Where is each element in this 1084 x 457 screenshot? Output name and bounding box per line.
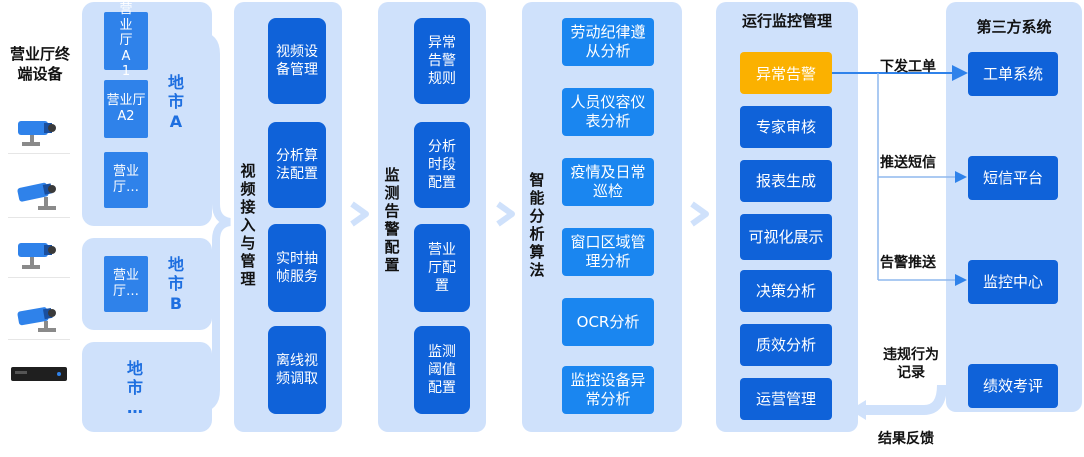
device-camera-4 [8,294,70,340]
performance-eval-button[interactable]: 绩效考评 [968,364,1058,408]
hall-config-button[interactable]: 营业厅配置 [414,224,470,312]
device-anomaly-button[interactable]: 监控设备异常分析 [562,366,654,414]
time-period-button[interactable]: 分析时段配置 [414,122,470,208]
threshold-config-button[interactable]: 监测阈值配置 [414,326,470,414]
offline-video-label: 离线视频调取 [276,353,318,387]
appearance-label: 人员仪容仪表分析 [570,93,646,130]
expert-review-button[interactable]: 专家审核 [740,106,832,148]
offline-video-button[interactable]: 离线视频调取 [268,326,326,414]
video-device-mgmt-button[interactable]: 视频设备管理 [268,18,326,104]
ocr-button[interactable]: OCR分析 [562,298,654,346]
device-camera-2 [8,172,70,218]
third-party-title: 第三方系统 [976,18,1052,36]
alarm-rule-label: 异常告警规则 [428,35,456,87]
work-order-system-label: 工单系统 [982,64,1043,83]
issue-order-label: 下发工单 [880,59,936,75]
camera-icon [17,182,56,210]
monitoring-center-label: 监控中心 [982,272,1043,291]
operation-mgmt-label: 运营管理 [755,389,816,408]
quality-analysis-button[interactable]: 质效分析 [740,324,832,366]
operation-mgmt-button[interactable]: 运营管理 [740,378,832,420]
hall-a2[interactable]: 营业厅A2 [104,80,148,138]
hall-a-more[interactable]: 营业厅… [104,152,148,208]
hall-a2-label: 营业厅A2 [106,93,146,124]
appearance-button[interactable]: 人员仪容仪表分析 [562,88,654,136]
flow-arrow-icon [350,201,369,227]
decision-analysis-button[interactable]: 决策分析 [740,270,832,312]
hall-b-more-label: 营业厅… [112,268,139,299]
video-device-mgmt-label: 视频设备管理 [276,44,318,78]
decision-analysis-label: 决策分析 [755,281,816,300]
frame-extract-button[interactable]: 实时抽帧服务 [268,224,326,312]
algorithms-title: 智能分析算法 [529,171,545,279]
connector-lines-icon [832,65,968,420]
sms-platform-label: 短信平台 [982,168,1043,187]
push-sms-label: 推送短信 [880,155,936,171]
algorithms-panel [522,2,682,432]
report-generate-label: 报表生成 [755,171,816,190]
flow-arrow-icon [690,201,709,227]
flow-arrow-icon [496,201,515,227]
labor-discipline-label: 劳动纪律遵从分析 [570,23,646,60]
expert-review-label: 专家审核 [755,117,816,136]
hall-b-more[interactable]: 营业厅… [104,256,148,312]
sms-platform-button[interactable]: 短信平台 [968,156,1058,200]
violation-record-label: 违规行为记录 [883,347,939,381]
city-brace-icon [198,34,231,410]
device-camera-1 [8,108,70,154]
visualization-button[interactable]: 可视化展示 [740,214,832,260]
device-camera-3 [8,232,70,278]
device-anomaly-label: 监控设备异常分析 [570,371,646,408]
quality-analysis-label: 质效分析 [755,335,816,354]
labor-discipline-button[interactable]: 劳动纪律遵从分析 [562,18,654,66]
algorithm-config-label: 分析算法配置 [276,148,318,182]
nvr-recorder-icon [11,367,67,381]
video-access-title: 视频接入与管理 [240,162,256,288]
time-period-label: 分析时段配置 [428,139,456,191]
ocr-label: OCR分析 [576,312,640,331]
performance-eval-label: 绩效考评 [982,376,1043,395]
threshold-config-label: 监测阈值配置 [428,344,456,396]
hall-a-more-label: 营业厅… [112,164,139,195]
push-alarm-label: 告警推送 [880,255,936,271]
visualization-label: 可视化展示 [748,227,824,246]
city-more-panel [82,342,212,432]
camera-icon [18,120,56,146]
daily-inspection-label: 疫情及日常巡检 [570,163,646,200]
window-area-label: 窗口区域管理分析 [570,233,646,270]
devices-title: 营业厅终端设备 [9,45,70,83]
algorithm-config-button[interactable]: 分析算法配置 [268,122,326,208]
work-order-system-button[interactable]: 工单系统 [968,52,1058,96]
hall-config-label: 营业厅配置 [428,242,456,294]
monitoring-center-button[interactable]: 监控中心 [968,260,1058,304]
camera-icon [17,306,56,332]
window-area-button[interactable]: 窗口区域管理分析 [562,228,654,276]
alarm-rule-button[interactable]: 异常告警规则 [414,18,470,104]
device-nvr [8,350,70,396]
camera-icon [18,242,56,269]
abnormal-alarm-button[interactable]: 异常告警 [740,52,832,94]
city-more-label: 地市… [126,359,143,417]
daily-inspection-button[interactable]: 疫情及日常巡检 [562,158,654,206]
alarm-config-title: 监测告警配置 [384,166,400,274]
abnormal-alarm-label: 异常告警 [755,64,816,83]
frame-extract-label: 实时抽帧服务 [276,251,318,285]
result-feedback-label: 结果反馈 [878,431,934,447]
report-generate-button[interactable]: 报表生成 [740,160,832,202]
operations-title: 运行监控管理 [741,12,832,30]
